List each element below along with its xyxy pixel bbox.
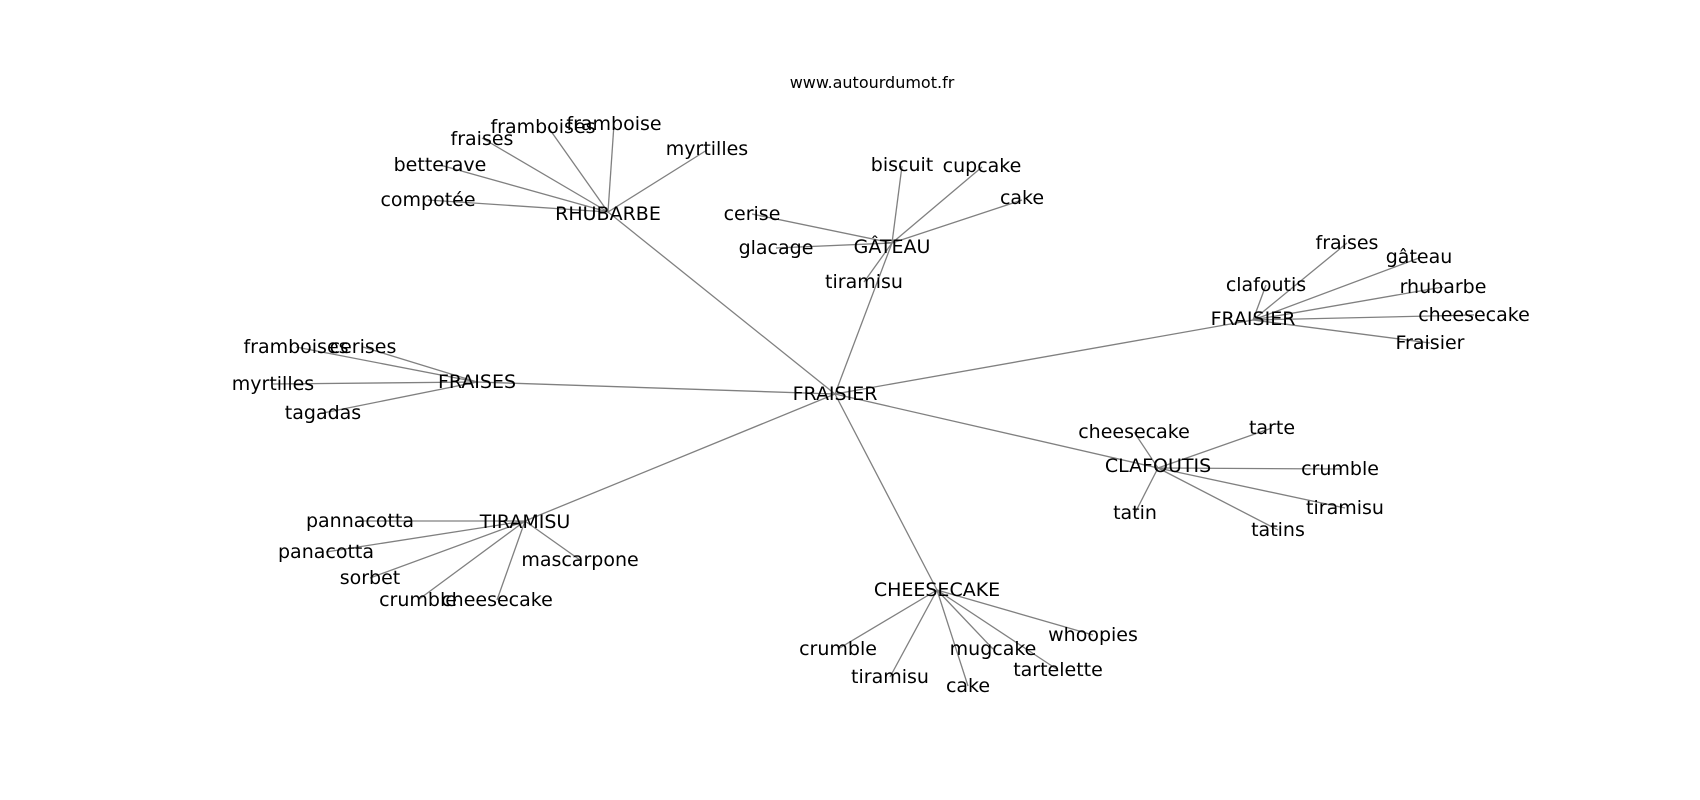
hub-node-label: RHUBARBE bbox=[555, 203, 661, 225]
edge-gateau-to-cerise bbox=[751, 213, 893, 244]
leaf-node-label: fraises bbox=[1316, 232, 1379, 254]
edge-center-to-rhubarbe bbox=[607, 211, 836, 395]
edge-rhubarbe-to-framboise bbox=[607, 123, 615, 213]
leaf-node-label: compotée bbox=[380, 189, 475, 211]
edge-gateau-to-tiramisu bbox=[863, 242, 893, 283]
edge-fraisier-to-clafoutis bbox=[1252, 284, 1267, 321]
leaf-node-label: framboises bbox=[490, 116, 595, 138]
leaf-node-label: tatin bbox=[1113, 502, 1157, 524]
hub-node-label: TIRAMISU bbox=[479, 511, 571, 533]
leaf-node-label: rhubarbe bbox=[1400, 276, 1487, 298]
edge-tiramisu-to-crumble bbox=[417, 520, 526, 601]
edge-rhubarbe-to-compotee bbox=[427, 199, 609, 213]
hub-node-label: CHEESECAKE bbox=[874, 579, 1000, 601]
edge-cheesecake-to-tiramisu bbox=[889, 589, 938, 678]
edge-fraises-to-cerises bbox=[362, 346, 478, 383]
edge-center-to-tiramisu bbox=[524, 393, 836, 522]
edge-fraisier-to-fraisier bbox=[1252, 319, 1431, 344]
edge-tiramisu-to-sorbet bbox=[369, 520, 526, 579]
leaf-node-label: cheesecake bbox=[1418, 304, 1530, 326]
edge-gateau-to-cupcake bbox=[891, 166, 983, 244]
edge-gateau-to-cake bbox=[891, 199, 1023, 244]
edge-cheesecake-to-mugcake bbox=[936, 589, 994, 650]
edge-clafoutis-to-tiramisu bbox=[1157, 467, 1346, 509]
source-caption: www.autourdumot.fr bbox=[790, 73, 955, 92]
edge-center-to-cheesecake bbox=[834, 393, 938, 591]
edge-center-to-gateau bbox=[834, 242, 893, 395]
edge-fraises-to-framboises bbox=[295, 346, 478, 383]
leaf-node-label: cupcake bbox=[943, 155, 1022, 177]
edge-fraisier-to-rhubarbe bbox=[1252, 286, 1444, 321]
leaf-node-label: tagadas bbox=[285, 402, 361, 424]
edge-rhubarbe-to-betterave bbox=[439, 164, 609, 213]
edge-fraisier-to-cheesecake bbox=[1252, 314, 1475, 321]
leaf-node-label: Fraisier bbox=[1396, 332, 1465, 354]
leaf-node-label: betterave bbox=[394, 154, 487, 176]
edge-rhubarbe-to-myrtilles bbox=[607, 149, 708, 213]
leaf-node-label: framboises bbox=[243, 336, 348, 358]
edge-rhubarbe-to-fraises bbox=[481, 137, 609, 213]
leaf-node-label: myrtilles bbox=[666, 138, 748, 160]
edge-cheesecake-to-whoopies bbox=[936, 589, 1094, 636]
edge-clafoutis-to-tarte bbox=[1157, 427, 1273, 469]
leaf-node-label: mascarpone bbox=[521, 549, 638, 571]
edge-fraises-to-myrtilles bbox=[272, 381, 478, 385]
leaf-node-label: biscuit bbox=[871, 154, 933, 176]
graph-edges bbox=[272, 123, 1475, 687]
leaf-node-label: cheesecake bbox=[1078, 421, 1190, 443]
edge-tiramisu-to-mascarpone bbox=[524, 520, 581, 561]
leaf-node-label: whoopies bbox=[1048, 624, 1138, 646]
leaf-node-label: mugcake bbox=[950, 638, 1037, 660]
graph-labels: FRAISIERRHUBARBEframboiseframboisesfrais… bbox=[232, 113, 1530, 697]
edge-gateau-to-glacage bbox=[775, 242, 893, 249]
leaf-node-label: tartelette bbox=[1013, 659, 1103, 681]
edge-rhubarbe-to-framboises bbox=[547, 126, 609, 213]
leaf-node-label: tiramisu bbox=[1306, 497, 1384, 519]
edge-cheesecake-to-cake bbox=[936, 589, 969, 687]
center-node-label: FRAISIER bbox=[793, 383, 878, 405]
edge-center-to-fraises bbox=[476, 381, 836, 395]
hub-node-label: FRAISES bbox=[438, 371, 516, 393]
edge-clafoutis-to-tatins bbox=[1157, 467, 1279, 531]
leaf-node-label: cake bbox=[946, 675, 990, 697]
leaf-node-label: tarte bbox=[1249, 417, 1295, 439]
edge-clafoutis-to-cheesecake bbox=[1133, 431, 1159, 469]
hub-node-label: CLAFOUTIS bbox=[1105, 455, 1211, 477]
hub-node-label: GÂTEAU bbox=[854, 235, 931, 258]
edge-tiramisu-to-cheesecake bbox=[496, 520, 526, 601]
leaf-node-label: crumble bbox=[379, 589, 457, 611]
edge-center-to-clafoutis bbox=[834, 393, 1159, 469]
leaf-node-label: pannacotta bbox=[306, 510, 414, 532]
leaf-node-label: cerises bbox=[330, 336, 397, 358]
edge-fraisier-to-fraises bbox=[1252, 242, 1348, 321]
edge-clafoutis-to-tatin bbox=[1134, 467, 1159, 514]
leaf-node-label: clafoutis bbox=[1226, 274, 1306, 296]
leaf-node-label: framboise bbox=[566, 113, 661, 135]
leaf-node-label: sorbet bbox=[340, 567, 401, 589]
leaf-node-label: glacage bbox=[739, 237, 814, 259]
edge-cheesecake-to-tartelette bbox=[936, 589, 1059, 671]
leaf-node-label: tiramisu bbox=[825, 271, 903, 293]
leaf-node-label: gâteau bbox=[1386, 246, 1453, 268]
edge-fraisier-to-gateau bbox=[1252, 257, 1420, 321]
leaf-node-label: myrtilles bbox=[232, 373, 314, 395]
leaf-node-label: fraises bbox=[451, 128, 514, 150]
leaf-node-label: tiramisu bbox=[851, 666, 929, 688]
hub-node-label: FRAISIER bbox=[1211, 308, 1296, 330]
leaf-node-label: cerise bbox=[724, 203, 781, 225]
edge-fraises-to-tagadas bbox=[322, 381, 478, 414]
leaf-node-label: cheesecake bbox=[441, 589, 553, 611]
leaf-node-label: cake bbox=[1000, 187, 1044, 209]
edge-center-to-fraisier bbox=[834, 319, 1254, 395]
leaf-node-label: panacotta bbox=[278, 541, 374, 563]
edge-tiramisu-to-panacotta bbox=[325, 520, 526, 553]
leaf-node-label: tatins bbox=[1251, 519, 1305, 541]
edge-clafoutis-to-crumble bbox=[1157, 467, 1341, 470]
edge-gateau-to-biscuit bbox=[891, 165, 903, 244]
edge-cheesecake-to-crumble bbox=[837, 589, 938, 650]
leaf-node-label: crumble bbox=[1301, 458, 1379, 480]
leaf-node-label: crumble bbox=[799, 638, 877, 660]
